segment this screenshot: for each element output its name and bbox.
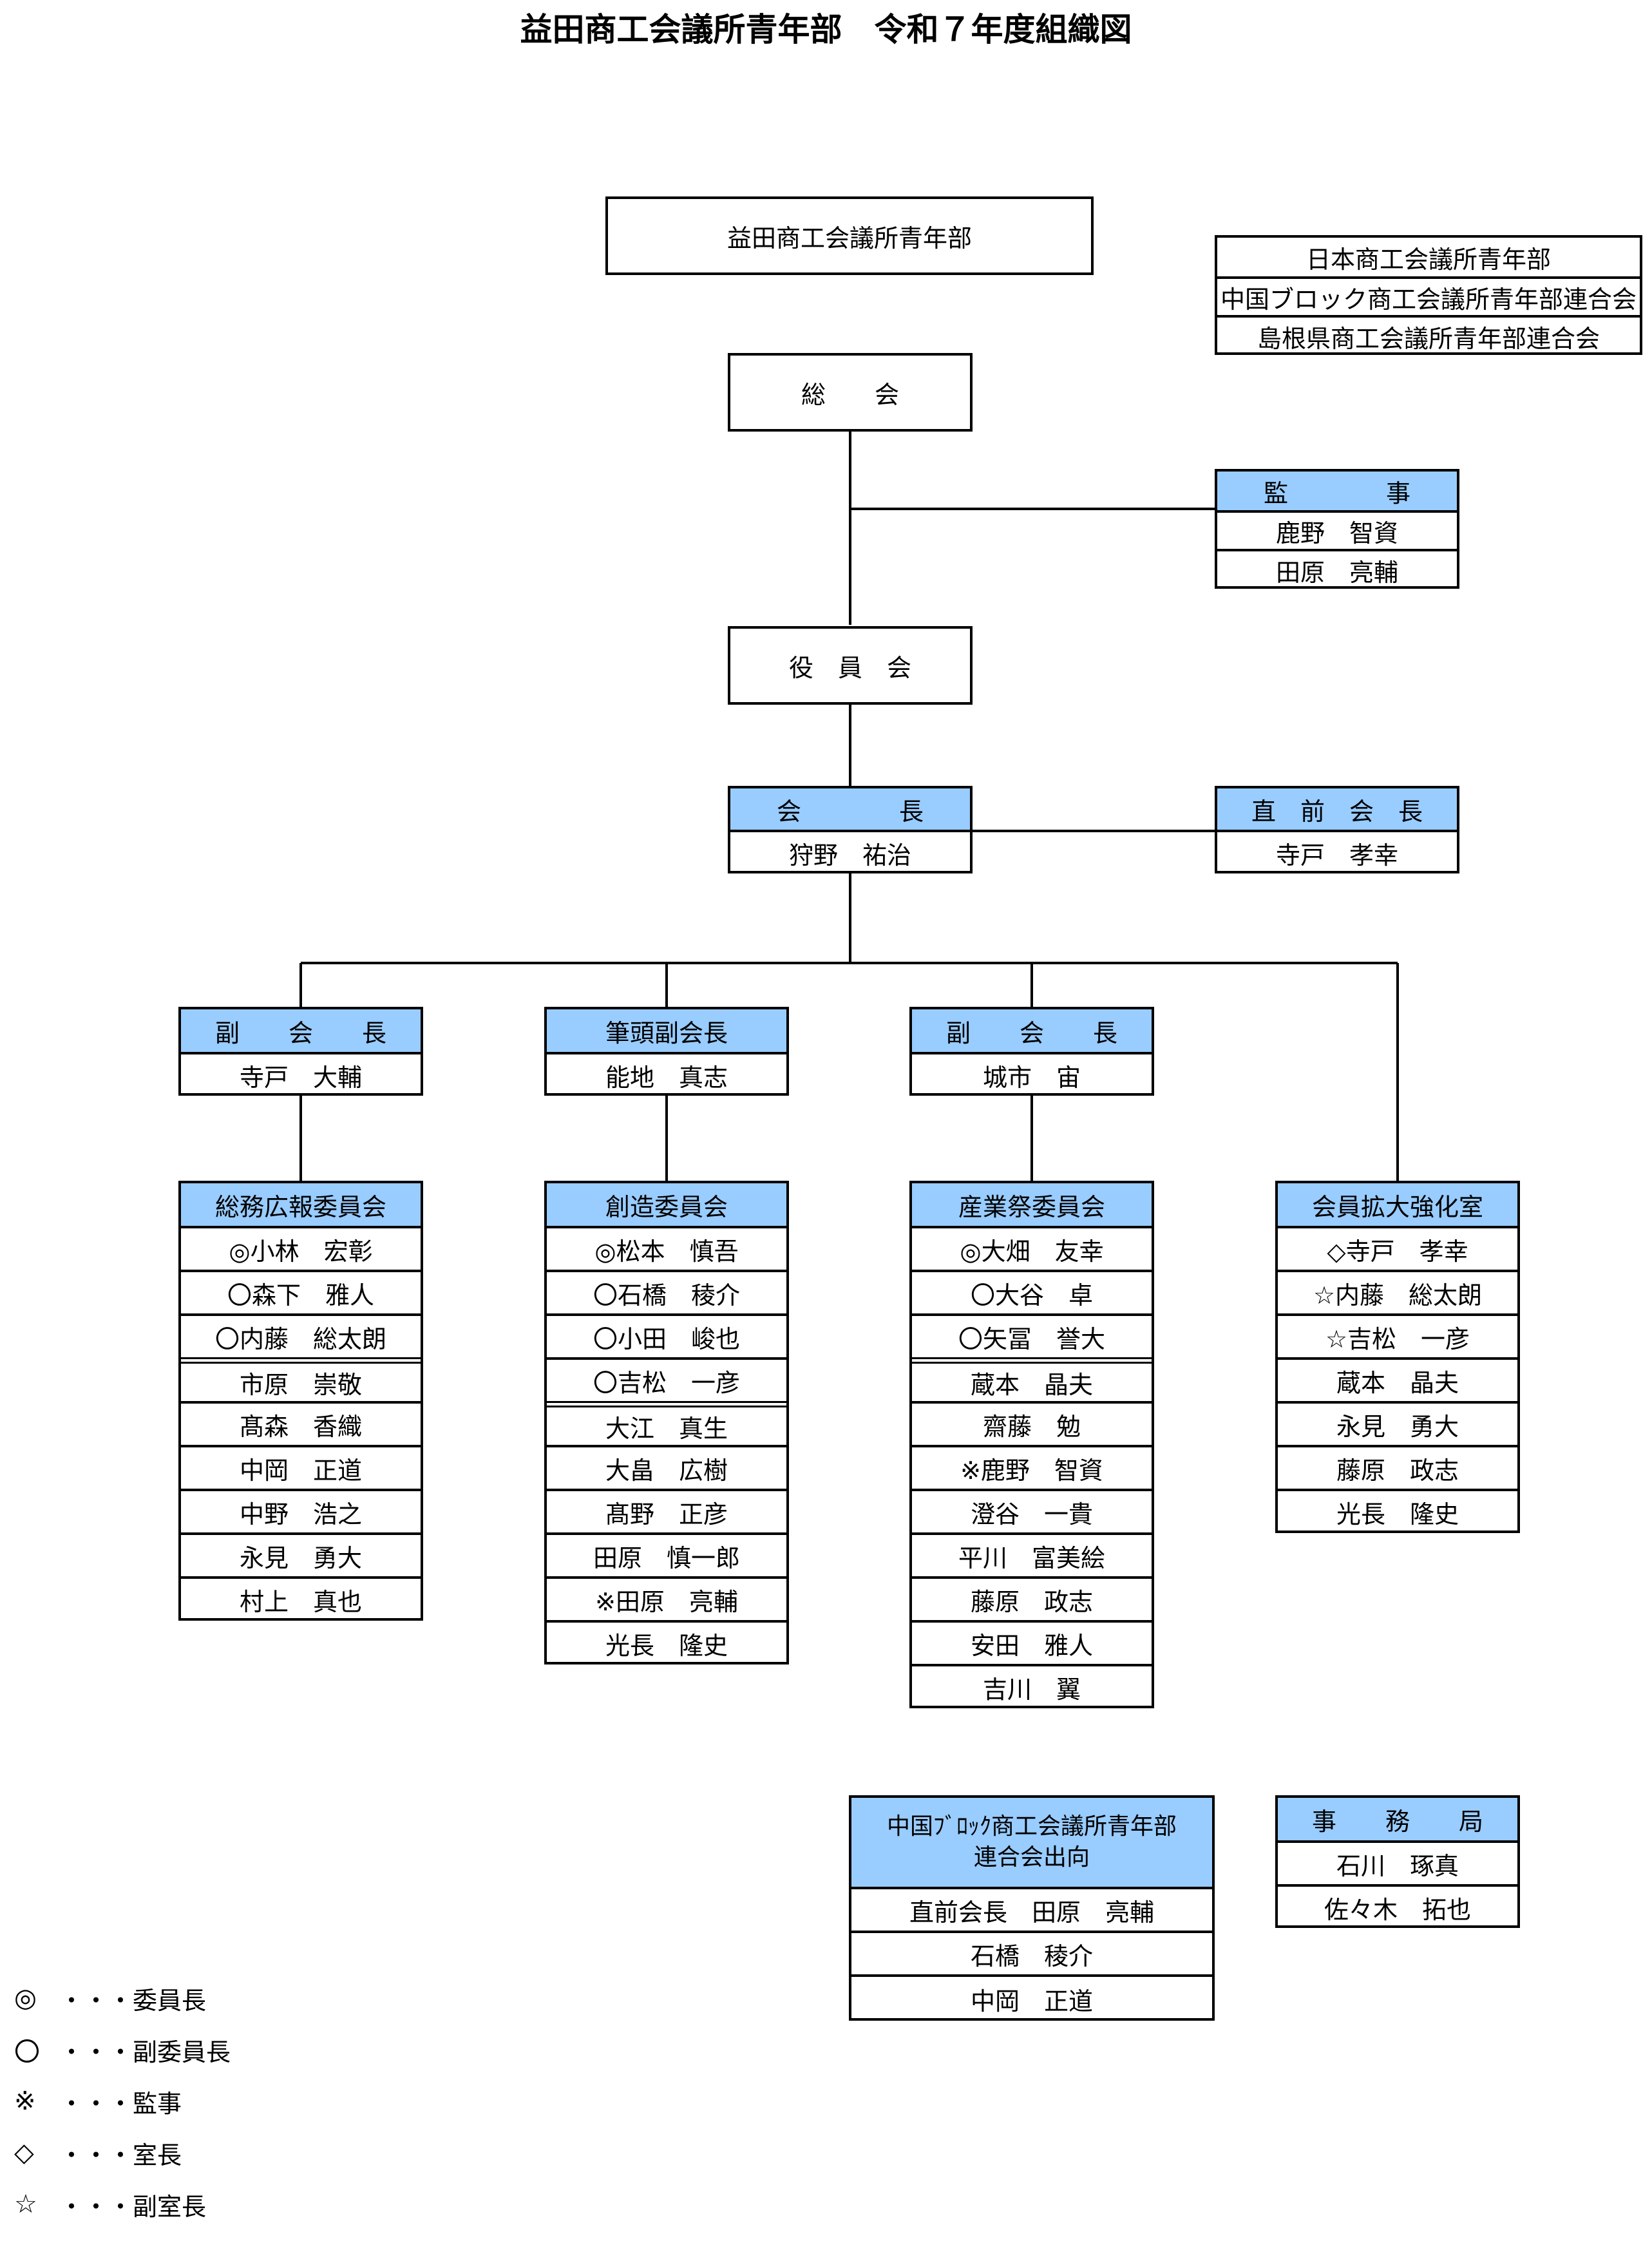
dispatch-label-line1: 中国ﾌﾞﾛｯｸ商工会議所青年部 bbox=[886, 1813, 1177, 1840]
committee-member: 安田 雅人 bbox=[912, 1620, 1152, 1664]
board-box: 役 員 会 bbox=[728, 626, 973, 705]
vice-president-label: 筆頭副会長 bbox=[547, 1009, 786, 1052]
legend-text: ・・・委員長 bbox=[59, 1986, 207, 2015]
committee-member: 〇小田 峻也 bbox=[547, 1313, 786, 1357]
affiliation-item: 日本商工会議所青年部 bbox=[1305, 245, 1551, 274]
committee-label: 産業祭委員会 bbox=[912, 1183, 1152, 1226]
president-name: 狩野 祐治 bbox=[730, 830, 970, 873]
secretariat-member: 石川 琢真 bbox=[1278, 1840, 1517, 1884]
past-president-name: 寺戸 孝幸 bbox=[1217, 830, 1457, 873]
president-box: 会 長 狩野 祐治 bbox=[728, 786, 973, 873]
committee-member: 市原 崇敬 bbox=[181, 1357, 421, 1401]
dispatch-box: 中国ﾌﾞﾛｯｸ商工会議所青年部 連合会出向 直前会長 田原 亮輔 石橋 稜介 中… bbox=[849, 1795, 1215, 2021]
committee-label: 総務広報委員会 bbox=[181, 1183, 421, 1226]
secretariat-label: 事 務 局 bbox=[1278, 1798, 1517, 1840]
committee-member: 齋藤 勉 bbox=[912, 1401, 1152, 1445]
committee-member: 〇矢冨 誉大 bbox=[912, 1313, 1152, 1357]
legend-item: ※ ・・・監事 bbox=[14, 2081, 182, 2122]
secretariat-box: 事 務 局 石川 琢真 佐々木 拓也 bbox=[1275, 1795, 1520, 1928]
committee-member: 髙森 香織 bbox=[181, 1401, 421, 1445]
committee-member: ※田原 亮輔 bbox=[547, 1576, 786, 1620]
committee-member: 吉川 翼 bbox=[912, 1664, 1152, 1708]
committee-member: 髙野 正彦 bbox=[547, 1489, 786, 1532]
dispatch-member: 直前会長 田原 亮輔 bbox=[851, 1887, 1212, 1931]
committee-member: ◎小林 宏彰 bbox=[181, 1226, 421, 1270]
legend-symbol: ◇ bbox=[14, 2138, 34, 2168]
legend-text: ・・・副室長 bbox=[59, 2192, 207, 2221]
dispatch-member: 中岡 正道 bbox=[851, 1974, 1212, 2021]
legend-symbol: ※ bbox=[14, 2086, 36, 2116]
committee-member: 中岡 正道 bbox=[181, 1445, 421, 1489]
committee-box-general-affairs: 総務広報委員会 ◎小林 宏彰 〇森下 雅人 〇内藤 総太朗 市原 崇敬 髙森 香… bbox=[178, 1181, 423, 1621]
committee-member: 〇石橋 稜介 bbox=[547, 1270, 786, 1313]
committee-member: 村上 真也 bbox=[181, 1576, 421, 1621]
legend-item: ◎ ・・・委員長 bbox=[14, 1978, 206, 2019]
affiliation-item: 島根県商工会議所青年部連合会 bbox=[1217, 315, 1640, 355]
committee-label: 創造委員会 bbox=[547, 1183, 786, 1226]
auditor-member: 鹿野 智資 bbox=[1217, 510, 1457, 549]
committee-member: 田原 慎一郎 bbox=[547, 1532, 786, 1576]
committee-member: 〇森下 雅人 bbox=[181, 1270, 421, 1313]
committee-member: 大畠 広樹 bbox=[547, 1445, 786, 1489]
committee-member: 蔵本 晶夫 bbox=[1278, 1357, 1517, 1401]
general-assembly-box: 総 会 bbox=[728, 353, 973, 432]
committee-member: 光長 隆史 bbox=[1278, 1489, 1517, 1533]
vice-president-name: 城市 宙 bbox=[912, 1052, 1152, 1096]
vice-president-name: 能地 真志 bbox=[547, 1052, 786, 1096]
legend-symbol: ◎ bbox=[14, 1983, 37, 2013]
legend-text: ・・・監事 bbox=[59, 2089, 182, 2118]
auditor-member: 田原 亮輔 bbox=[1217, 549, 1457, 589]
committee-member: ☆内藤 総太朗 bbox=[1278, 1270, 1517, 1313]
committee-member: 藤原 政志 bbox=[912, 1576, 1152, 1620]
page-title: 益田商工会議所青年部 令和７年度組織図 bbox=[520, 11, 1132, 48]
dispatch-label: 中国ﾌﾞﾛｯｸ商工会議所青年部 連合会出向 bbox=[851, 1798, 1212, 1887]
committee-member: 〇内藤 総太朗 bbox=[181, 1313, 421, 1357]
vice-president-label: 副 会 長 bbox=[912, 1009, 1152, 1052]
committee-member: 藤原 政志 bbox=[1278, 1445, 1517, 1489]
legend-symbol: 〇 bbox=[14, 2037, 40, 2067]
auditors-box: 監 事 鹿野 智資 田原 亮輔 bbox=[1215, 469, 1459, 589]
committee-member: 〇吉松 一彦 bbox=[547, 1357, 786, 1401]
affiliations-box: 日本商工会議所青年部 中国ブロック商工会議所青年部連合会 島根県商工会議所青年部… bbox=[1215, 235, 1642, 355]
committee-member: ☆吉松 一彦 bbox=[1278, 1313, 1517, 1357]
past-president-box: 直 前 会 長 寺戸 孝幸 bbox=[1215, 786, 1459, 873]
committee-member: 〇大谷 卓 bbox=[912, 1270, 1152, 1313]
committee-member: 平川 富美絵 bbox=[912, 1532, 1152, 1576]
legend-text: ・・・副委員長 bbox=[59, 2037, 231, 2066]
top-organization-box: 益田商工会議所青年部 bbox=[605, 196, 1094, 275]
past-president-label: 直 前 会 長 bbox=[1217, 788, 1457, 830]
committee-box-industry-festival: 産業祭委員会 ◎大畑 友幸 〇大谷 卓 〇矢冨 誉大 蔵本 晶夫 齋藤 勉 ※鹿… bbox=[909, 1181, 1154, 1708]
legend-text: ・・・室長 bbox=[59, 2141, 182, 2169]
committee-member: 光長 隆史 bbox=[547, 1620, 786, 1664]
committee-member: ◎松本 慎吾 bbox=[547, 1226, 786, 1270]
committee-member: ◇寺戸 孝幸 bbox=[1278, 1226, 1517, 1270]
committee-member: 澄谷 一貴 bbox=[912, 1489, 1152, 1532]
legend-symbol: ☆ bbox=[14, 2189, 37, 2219]
dispatch-member: 石橋 稜介 bbox=[851, 1931, 1212, 1974]
legend-item: ◇ ・・・室長 bbox=[14, 2132, 182, 2173]
dispatch-label-line2: 連合会出向 bbox=[973, 1844, 1090, 1871]
vice-president-box: 副 会 長 城市 宙 bbox=[909, 1007, 1154, 1096]
committee-member: 永見 勇大 bbox=[1278, 1401, 1517, 1445]
vice-president-label: 副 会 長 bbox=[181, 1009, 421, 1052]
committee-member: ※鹿野 智資 bbox=[912, 1445, 1152, 1489]
auditors-label: 監 事 bbox=[1217, 472, 1457, 510]
committee-member: 永見 勇大 bbox=[181, 1532, 421, 1576]
committee-member: 中野 浩之 bbox=[181, 1489, 421, 1532]
committee-label: 会員拡大強化室 bbox=[1278, 1183, 1517, 1226]
legend-item: ☆ ・・・副室長 bbox=[14, 2184, 206, 2225]
vice-president-box: 副 会 長 寺戸 大輔 bbox=[178, 1007, 423, 1096]
committee-member: 大江 真生 bbox=[547, 1401, 786, 1445]
legend-item: 〇 ・・・副委員長 bbox=[14, 2029, 231, 2070]
vice-president-box: 筆頭副会長 能地 真志 bbox=[544, 1007, 789, 1096]
vice-president-name: 寺戸 大輔 bbox=[181, 1052, 421, 1096]
president-label: 会 長 bbox=[730, 788, 970, 830]
committee-member: 蔵本 晶夫 bbox=[912, 1357, 1152, 1401]
committee-box-membership-expansion: 会員拡大強化室 ◇寺戸 孝幸 ☆内藤 総太朗 ☆吉松 一彦 蔵本 晶夫 永見 勇… bbox=[1275, 1181, 1520, 1533]
committee-member: ◎大畑 友幸 bbox=[912, 1226, 1152, 1270]
affiliation-item: 中国ブロック商工会議所青年部連合会 bbox=[1217, 276, 1640, 315]
committee-box-creation: 創造委員会 ◎松本 慎吾 〇石橋 稜介 〇小田 峻也 〇吉松 一彦 大江 真生 … bbox=[544, 1181, 789, 1664]
secretariat-member: 佐々木 拓也 bbox=[1278, 1884, 1517, 1928]
